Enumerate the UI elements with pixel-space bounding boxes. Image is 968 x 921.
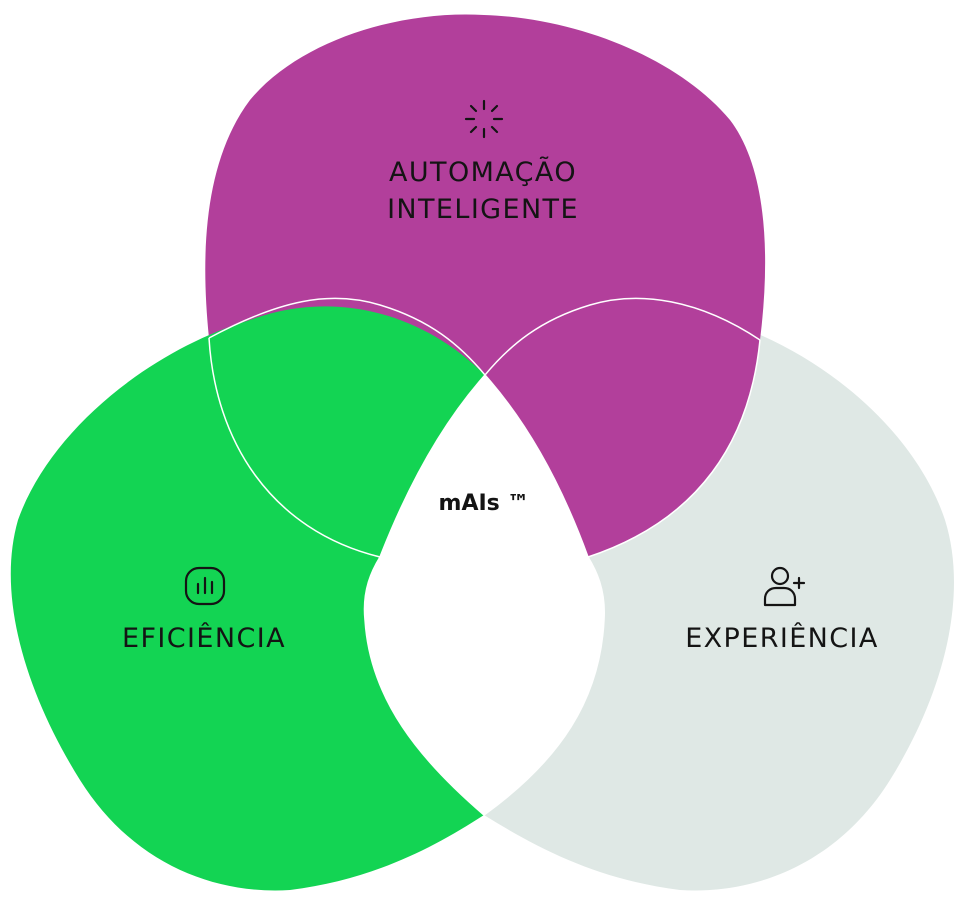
bar-chart-icon — [184, 566, 226, 606]
automation-efficiency-overlap — [205, 306, 485, 567]
automation-label-line1: AUTOMAÇÃO — [389, 156, 577, 188]
center-region — [380, 375, 588, 567]
automation-label-line2: INTELIGENTE — [387, 194, 579, 225]
sparkle-icon — [464, 99, 504, 139]
region-outlines — [208, 297, 761, 816]
center-label: mAIs ™ — [439, 491, 530, 516]
efficiency-label: EFICIÊNCIA — [122, 622, 286, 654]
user-plus-icon — [763, 566, 806, 607]
experience-label: EXPERIÊNCIA — [685, 622, 879, 654]
